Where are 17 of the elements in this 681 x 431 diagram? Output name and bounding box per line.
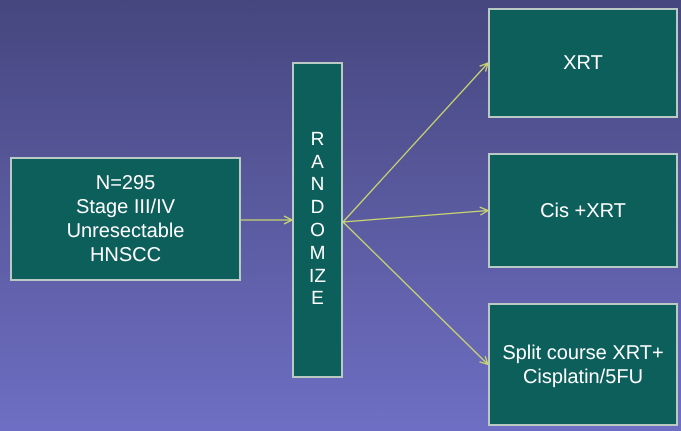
box-label: Split course XRT+ Cisplatin/5FU [501, 340, 665, 388]
arrow [342, 62, 489, 222]
box-label: N=295 [96, 171, 156, 195]
arrow [241, 215, 293, 225]
box-label: Unresectable [66, 219, 184, 243]
process-box [292, 62, 343, 378]
box-label: XRT [563, 51, 603, 75]
arrow [342, 206, 489, 223]
process-box [10, 157, 241, 281]
process-box [488, 303, 678, 426]
process-box [488, 153, 678, 268]
box-label: HNSCC [90, 243, 162, 267]
box-label: Cis +XRT [540, 198, 626, 222]
box-label: Stage III/IV [76, 195, 175, 219]
arrow [342, 222, 489, 366]
box-label: RANDOMIZE [308, 128, 327, 312]
process-box [488, 8, 678, 118]
